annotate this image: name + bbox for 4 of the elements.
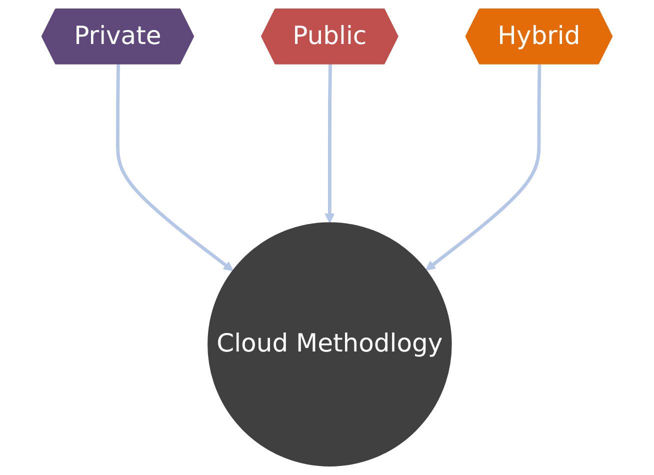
arrow: [116, 64, 234, 272]
arrow: [324, 64, 335, 224]
node-circle: Cloud Methodlogy: [208, 222, 452, 466]
arrow: [426, 64, 542, 271]
